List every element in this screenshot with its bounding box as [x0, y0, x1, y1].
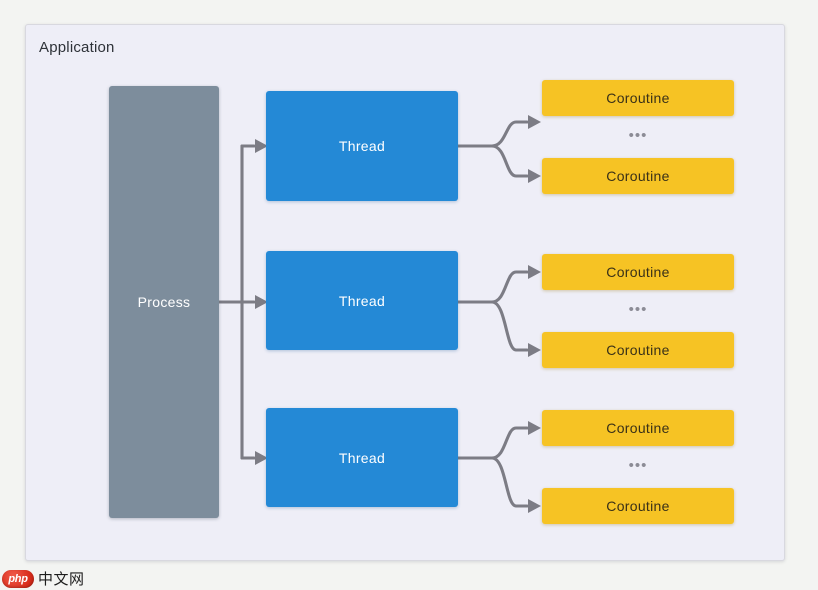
coroutine-label-1b: Coroutine: [606, 168, 670, 184]
thread1-to-coroutines-connector: [456, 115, 541, 183]
coroutine-box-1b[interactable]: Coroutine: [542, 158, 734, 194]
coroutine-label-3b: Coroutine: [606, 498, 670, 514]
site-watermark: php 中文网: [2, 568, 85, 589]
coroutine-box-3b[interactable]: Coroutine: [542, 488, 734, 524]
watermark-text: 中文网: [38, 570, 85, 588]
thread-label-1: Thread: [338, 138, 386, 154]
coroutine-label-2a: Coroutine: [606, 264, 670, 280]
coroutine-ellipsis-2: •••: [628, 301, 648, 318]
arrowhead-coroutine-1b: [528, 169, 541, 183]
arrowhead-coroutine-1a: [528, 115, 541, 129]
arrowhead-coroutine-3a: [528, 421, 541, 435]
coroutine-ellipsis-3: •••: [628, 457, 648, 474]
thread-box-3[interactable]: Thread: [266, 408, 458, 507]
coroutine-box-1a[interactable]: Coroutine: [542, 80, 734, 116]
arrowhead-coroutine-2a: [528, 265, 541, 279]
coroutine-label-1a: Coroutine: [606, 90, 670, 106]
coroutine-box-3a[interactable]: Coroutine: [542, 410, 734, 446]
arrowhead-coroutine-3b: [528, 499, 541, 513]
application-panel: Application: [25, 24, 785, 561]
coroutine-label-2b: Coroutine: [606, 342, 670, 358]
thread-label-3: Thread: [338, 449, 386, 466]
thread2-to-coroutines-connector: [456, 265, 541, 357]
php-logo-icon: php: [2, 569, 34, 588]
process-box[interactable]: Process: [109, 86, 219, 518]
process-to-threads-connector: [217, 139, 268, 465]
arrowhead-coroutine-2b: [528, 343, 541, 357]
coroutine-box-2a[interactable]: Coroutine: [542, 254, 734, 290]
process-label: Process: [137, 294, 191, 310]
thread3-to-coroutines-connector: [456, 421, 541, 513]
coroutine-label-3a: Coroutine: [606, 420, 670, 436]
thread-label-2: Thread: [338, 292, 386, 309]
thread-box-2[interactable]: Thread: [266, 251, 458, 350]
application-label: Application: [39, 39, 115, 56]
coroutine-ellipsis-1: •••: [628, 127, 648, 144]
thread-box-1[interactable]: Thread: [266, 91, 458, 201]
coroutine-box-2b[interactable]: Coroutine: [542, 332, 734, 368]
